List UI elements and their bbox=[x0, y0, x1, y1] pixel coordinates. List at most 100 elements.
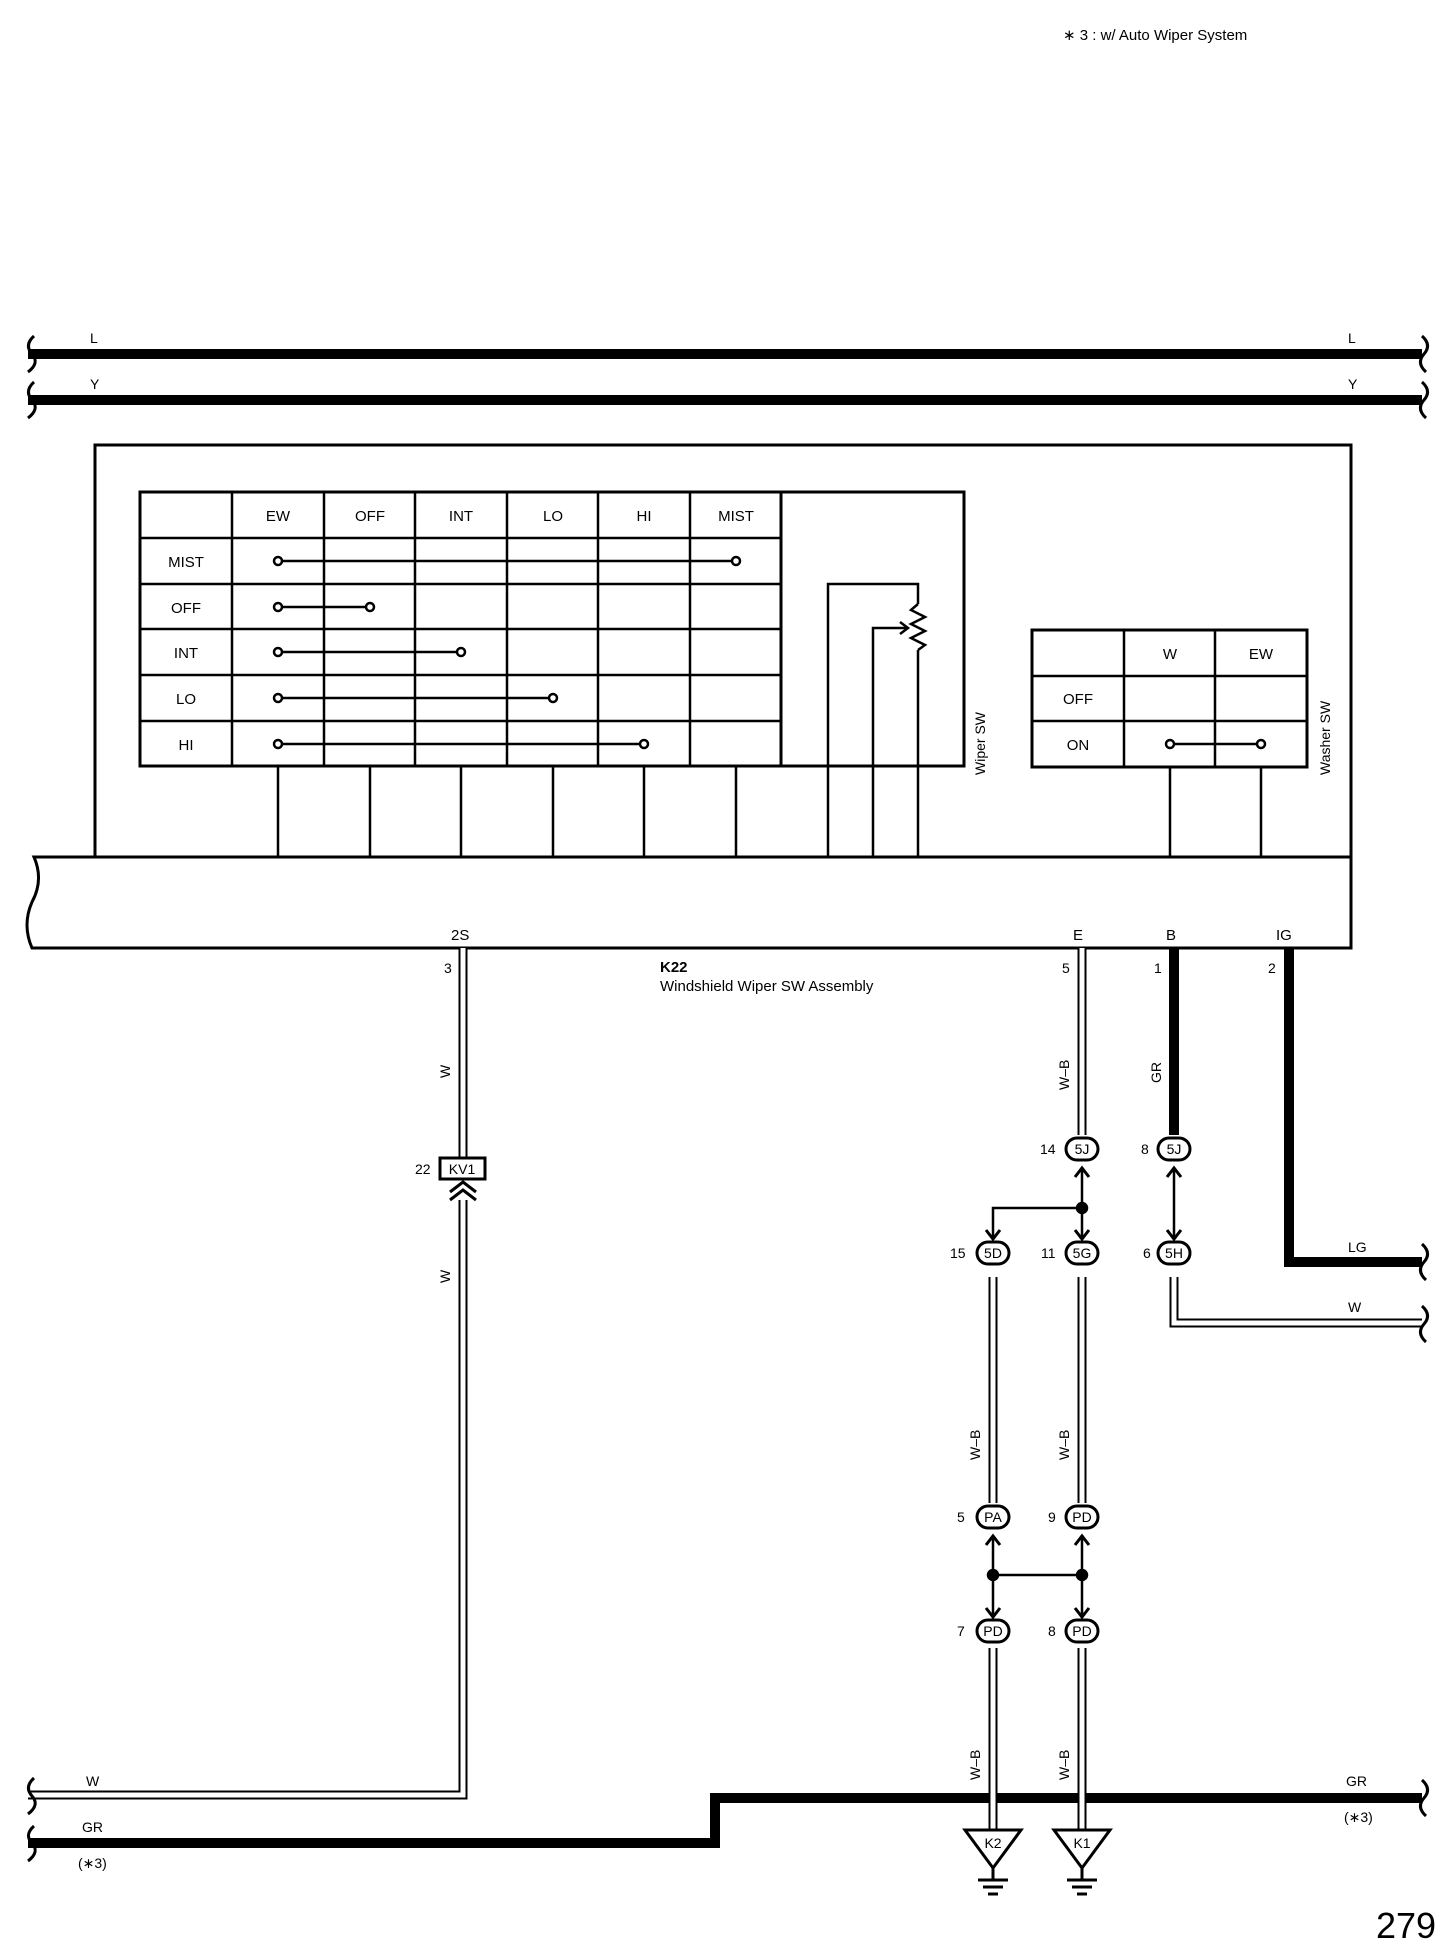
note-star3-left: (∗3) bbox=[78, 1855, 107, 1871]
connector-5j-14: 5J 14 bbox=[1040, 1136, 1100, 1178]
wire-wb-pa-pd-link bbox=[986, 1535, 1089, 1617]
bus-y: Y Y bbox=[27, 376, 1429, 420]
ground-k2-label: K2 bbox=[984, 1835, 1001, 1851]
washer-table-headers: W EW OFF ON bbox=[1063, 646, 1274, 754]
connector-pd-9-pin: 9 bbox=[1048, 1509, 1056, 1525]
ground-k2 bbox=[962, 1828, 1024, 1896]
wiper-table-headers: EW OFF INT LO HI MIST MIST OFF INT LO HI bbox=[168, 508, 754, 754]
wire-label-gr-b: GR bbox=[1148, 1062, 1164, 1083]
wiper-row-hi: HI bbox=[179, 737, 194, 754]
wiper-col-mist: MIST bbox=[718, 508, 754, 525]
wiper-sw-label: Wiper SW bbox=[972, 711, 988, 775]
intermittent-resistor bbox=[826, 582, 928, 857]
connector-pd-7-pin: 7 bbox=[957, 1623, 965, 1639]
terminal-b: B bbox=[1166, 927, 1176, 944]
washer-switch-table bbox=[1030, 628, 1309, 769]
connector-5g-11-id: 5G bbox=[1073, 1245, 1092, 1261]
connector-pd-7-id: PD bbox=[983, 1623, 1002, 1639]
wire-label-wb-left-mid: W–B bbox=[967, 1430, 983, 1460]
connector-5j-8: 5J 8 bbox=[1141, 1136, 1192, 1178]
bus-l-label-left: L bbox=[90, 330, 98, 346]
wiper-continuity-lines bbox=[272, 555, 742, 750]
connector-kv1: KV1 22 bbox=[415, 1156, 487, 1202]
wiper-col-lo: LO bbox=[543, 508, 563, 525]
connector-pa-5-pin: 5 bbox=[957, 1509, 965, 1525]
system-note: ∗ 3 : w/ Auto Wiper System bbox=[1063, 27, 1247, 44]
wire-label-w-upper: W bbox=[437, 1064, 453, 1078]
wire-label-wb-left-low: W–B bbox=[967, 1750, 983, 1780]
connector-5h-6-pin: 6 bbox=[1143, 1245, 1151, 1261]
wiper-row-lo: LO bbox=[176, 691, 196, 708]
connector-5j-14-id: 5J bbox=[1075, 1141, 1090, 1157]
pin-e: 5 bbox=[1062, 960, 1070, 976]
wiper-terminal-drops bbox=[276, 766, 738, 857]
washer-row-off: OFF bbox=[1063, 691, 1093, 708]
connector-5j-8-id: 5J bbox=[1167, 1141, 1182, 1157]
wire-w-bottom-brace bbox=[27, 1776, 37, 1816]
wiper-col-ew: EW bbox=[266, 508, 291, 525]
wire-wb-splice bbox=[991, 1170, 1089, 1238]
connector-pd-9-id: PD bbox=[1072, 1509, 1091, 1525]
wiper-row-off: OFF bbox=[171, 600, 201, 617]
terminal-ig: IG bbox=[1276, 927, 1292, 944]
ground-k1-label: K1 bbox=[1073, 1835, 1090, 1851]
ground-k1 bbox=[1051, 1828, 1113, 1896]
assembly-code: K22 bbox=[660, 959, 688, 976]
connector-pd-7: PD 7 bbox=[957, 1607, 1011, 1644]
assembly-name: Windshield Wiper SW Assembly bbox=[660, 978, 874, 995]
pin-b: 1 bbox=[1154, 960, 1162, 976]
connector-pd-8: PD 8 bbox=[1048, 1607, 1100, 1644]
wiper-row-int: INT bbox=[174, 645, 198, 662]
wiper-switch-table bbox=[138, 490, 966, 768]
connector-5d-15-pin: 15 bbox=[950, 1245, 966, 1261]
wire-gr-bottom bbox=[27, 1778, 1429, 1863]
bus-y-label-right: Y bbox=[1348, 376, 1358, 392]
switch-assembly bbox=[25, 443, 1353, 950]
terminal-labels: 2S E B IG 3 5 1 2 bbox=[444, 927, 1292, 976]
wire-label-wb-right-mid: W–B bbox=[1056, 1430, 1072, 1460]
connector-pd-8-pin: 8 bbox=[1048, 1623, 1056, 1639]
connector-kv1-id: KV1 bbox=[449, 1161, 476, 1177]
pin-ig: 2 bbox=[1268, 960, 1276, 976]
wire-label-lg: LG bbox=[1348, 1239, 1367, 1255]
wire-label-gr-left: GR bbox=[82, 1819, 103, 1835]
wiper-col-hi: HI bbox=[637, 508, 652, 525]
washer-row-on: ON bbox=[1067, 737, 1090, 754]
connector-5j-8-pin: 8 bbox=[1141, 1141, 1149, 1157]
wire-label-w-bottom: W bbox=[86, 1773, 100, 1789]
connector-5d-15-id: 5D bbox=[984, 1245, 1002, 1261]
bus-y-label-left: Y bbox=[90, 376, 100, 392]
wire-w-5h bbox=[1169, 1277, 1429, 1344]
wire-label-wb-right-low: W–B bbox=[1056, 1750, 1072, 1780]
terminal-2s: 2S bbox=[451, 927, 469, 944]
wiper-col-off: OFF bbox=[355, 508, 385, 525]
connector-kv1-pin: 22 bbox=[415, 1161, 431, 1177]
terminal-e: E bbox=[1073, 927, 1083, 944]
wire-label-gr-right: GR bbox=[1346, 1773, 1367, 1789]
bus-l: L L bbox=[27, 330, 1429, 374]
wire-label-w-right: W bbox=[1348, 1299, 1362, 1315]
washer-continuity-line bbox=[1164, 738, 1267, 857]
wire-w-2s bbox=[28, 948, 468, 1800]
connector-5j-14-pin: 14 bbox=[1040, 1141, 1056, 1157]
washer-col-w: W bbox=[1163, 646, 1178, 663]
connector-5d-15: 5D 15 bbox=[950, 1229, 1011, 1266]
wire-label-w-lower: W bbox=[437, 1269, 453, 1283]
connector-5g-11-pin: 11 bbox=[1041, 1245, 1056, 1261]
connector-5h-6-id: 5H bbox=[1165, 1245, 1183, 1261]
wiper-col-int: INT bbox=[449, 508, 473, 525]
connector-pa-5-id: PA bbox=[984, 1509, 1002, 1525]
connector-pd-8-id: PD bbox=[1072, 1623, 1091, 1639]
washer-col-ew: EW bbox=[1249, 646, 1274, 663]
connector-pa-5: PA 5 bbox=[957, 1504, 1011, 1546]
note-star3-right: (∗3) bbox=[1344, 1809, 1373, 1825]
page-number: 279 bbox=[1376, 1905, 1436, 1946]
connector-5h-6: 5H 6 bbox=[1143, 1229, 1192, 1266]
pin-2s: 3 bbox=[444, 960, 452, 976]
wire-lg-ig bbox=[1284, 948, 1429, 1282]
washer-sw-label: Washer SW bbox=[1317, 700, 1333, 775]
bus-l-label-right: L bbox=[1348, 330, 1356, 346]
connector-pd-9: PD 9 bbox=[1048, 1504, 1100, 1546]
wiper-row-mist: MIST bbox=[168, 554, 204, 571]
